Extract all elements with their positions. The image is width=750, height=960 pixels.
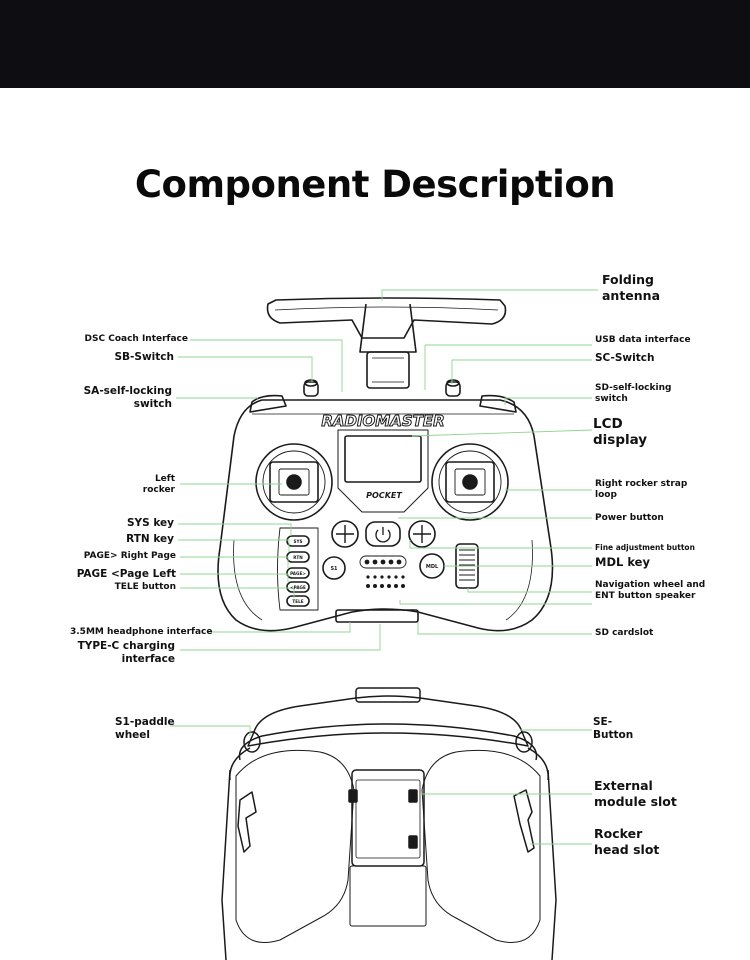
label-nav-wheel: Navigation wheel and ENT button speaker (595, 580, 706, 601)
right-gimbal (431, 443, 509, 521)
label-page-left: PAGE <Page Left (76, 568, 176, 580)
lcd-screen (344, 435, 422, 483)
sd-slot-shape (335, 609, 419, 623)
s1-paddle-shape (243, 731, 261, 753)
page-left-button-text: <PAGE (290, 585, 306, 590)
label-headphone: 3.5MM headphone interface (70, 627, 213, 637)
page-title: Component Description (134, 163, 616, 206)
label-lcd-display: LCD display (593, 416, 648, 448)
controller-back-view (221, 687, 557, 960)
tele-button-shape (286, 595, 310, 607)
header-bar (0, 0, 750, 88)
label-sa-switch: SA-self-locking switch (83, 385, 172, 410)
label-sb-switch: SB-Switch (114, 351, 174, 363)
s1-button-text: S1 (330, 566, 338, 572)
left-gimbal (255, 443, 333, 521)
label-tele-button: TELE button (114, 582, 176, 592)
label-fine-adjust: Fine adjustment button (595, 543, 695, 552)
brand-logo: RADIOMASTER (321, 412, 444, 430)
sb-switch (303, 379, 319, 397)
s1-button-shape (322, 556, 346, 580)
label-usb-data: USB data interface (595, 335, 691, 345)
controller-body (217, 399, 554, 632)
right-trim (408, 520, 436, 548)
page-right-button-shape (286, 567, 310, 579)
leader-lines (170, 289, 598, 845)
folding-antenna (266, 297, 507, 339)
model-logo: POCKET (366, 491, 402, 500)
controller-front-view (217, 297, 554, 632)
label-folding-antenna: Folding antenna (602, 272, 661, 303)
label-rtn-key: RTN key (126, 533, 174, 545)
label-power-button: Power button (595, 513, 664, 523)
label-right-rocker-strap: Right rocker strap loop (595, 479, 688, 500)
tele-button-text: TELE (292, 599, 303, 604)
rocker-head-slot-right (513, 789, 535, 853)
left-trim (331, 520, 359, 548)
label-typec: TYPE-C charging interface (77, 640, 175, 665)
label-sd-slot: SD cardslot (595, 628, 654, 638)
label-s1-paddle: S1-paddle wheel (115, 716, 175, 741)
speaker-grill (366, 575, 405, 588)
sa-switch (249, 394, 287, 413)
label-external-module: External module slot (594, 778, 677, 809)
label-se-button: SE-Button (593, 716, 634, 741)
external-module-slot-shape (351, 769, 425, 867)
mdl-button-text: MDL (426, 564, 439, 570)
fine-adjust-dots (364, 559, 402, 565)
sc-switch (445, 379, 461, 397)
sys-button-shape (286, 535, 310, 547)
label-sd-switch: SD-self-locking switch (595, 383, 672, 404)
page-right-button-text: PAGE> (290, 571, 306, 576)
label-rocker-head-slot: Rocker head slot (594, 826, 660, 857)
sys-button-text: SYS (293, 539, 302, 544)
rocker-head-slot-left (237, 791, 257, 853)
antenna-mast (366, 351, 410, 389)
label-sc-switch: SC-Switch (595, 352, 655, 364)
label-left-rocker: Left rocker (142, 474, 175, 495)
se-button-shape (515, 731, 533, 753)
label-page-right: PAGE> Right Page (83, 551, 176, 561)
label-mdl-key: MDL key (595, 555, 650, 569)
power-button-shape (365, 521, 401, 547)
label-dsc-coach: DSC Coach Interface (84, 334, 188, 344)
page-left-button-shape (286, 581, 310, 593)
rtn-button-text: RTN (293, 555, 303, 560)
label-sys-key: SYS key (126, 517, 174, 529)
